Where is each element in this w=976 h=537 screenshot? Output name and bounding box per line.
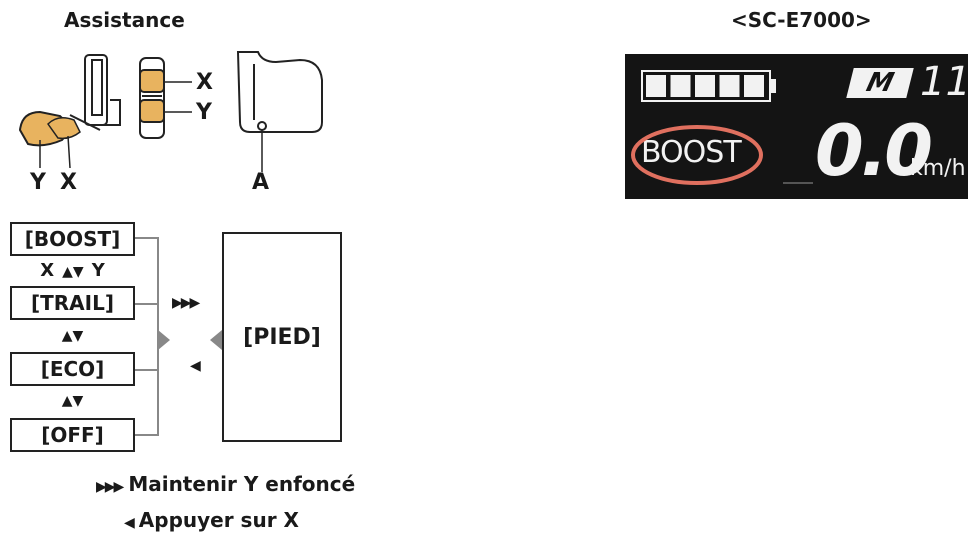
mode-trail: [TRAIL] xyxy=(10,286,135,320)
boost-highlight-circle xyxy=(631,125,763,185)
battery-segment xyxy=(646,75,666,97)
label-y-upper: Y xyxy=(196,100,212,125)
battery-segment xyxy=(670,75,691,97)
hold-triple-arrow-icon: ▶▶▶ xyxy=(96,479,124,495)
row1-x-label: X xyxy=(40,260,55,281)
mode-badge: M xyxy=(846,68,914,98)
label-y-lower: Y xyxy=(30,170,46,195)
mode-number: 11 xyxy=(920,59,971,105)
mode-bracket xyxy=(135,237,222,436)
mode-boost: [BOOST] xyxy=(10,222,135,256)
mode-eco: [ECO] xyxy=(10,352,135,386)
legend-press: ◀Appuyer sur X xyxy=(124,508,299,532)
mode-row-3-arrows: ▲▼ xyxy=(61,393,84,409)
row1-y-label: Y xyxy=(91,260,105,281)
switch-illustration xyxy=(18,51,323,172)
cycle-computer-display: M 11 BOOST 0.0 km/h xyxy=(625,54,971,199)
hold-text: Maintenir Y enfoncé xyxy=(128,472,356,496)
battery-segment xyxy=(695,75,715,97)
left-switch-side-view xyxy=(69,54,121,131)
mode-row-2-arrows: ▲▼ xyxy=(61,328,84,344)
lever-x xyxy=(47,117,81,140)
legend-hold: ▶▶▶Maintenir Y enfoncé xyxy=(96,472,355,496)
pied-label: [PIED] xyxy=(243,324,321,350)
battery-segment xyxy=(719,75,740,97)
assistance-title: Assistance xyxy=(64,8,185,32)
model-title: <SC-E7000> xyxy=(731,8,872,32)
forward-arrows-icon: ▶▶▶ xyxy=(172,295,200,311)
press-arrow-icon: ◀ xyxy=(124,515,135,531)
row1-arrow-icons: ▲▼ xyxy=(62,264,84,280)
separator-line xyxy=(783,182,813,184)
back-arrow-icon: ◀ xyxy=(190,358,201,374)
mode-row-1-arrows: X ▲▼ Y xyxy=(10,260,135,281)
battery-icon xyxy=(641,70,776,102)
label-a: A xyxy=(252,170,270,195)
label-x-lower: X xyxy=(60,170,77,195)
speed-unit: km/h xyxy=(910,156,966,181)
switch-front-view xyxy=(139,57,192,139)
speed-value: 0.0 xyxy=(815,110,933,192)
mode-badge-letter: M xyxy=(863,68,897,98)
press-text: Appuyer sur X xyxy=(138,508,299,532)
display-unit-side-view xyxy=(236,51,323,133)
assist-mode-text: BOOST xyxy=(641,135,742,170)
mode-off: [OFF] xyxy=(10,418,135,452)
pied-mode-box: [PIED] xyxy=(222,232,342,442)
label-x-upper: X xyxy=(196,70,213,95)
battery-segment xyxy=(744,75,764,97)
